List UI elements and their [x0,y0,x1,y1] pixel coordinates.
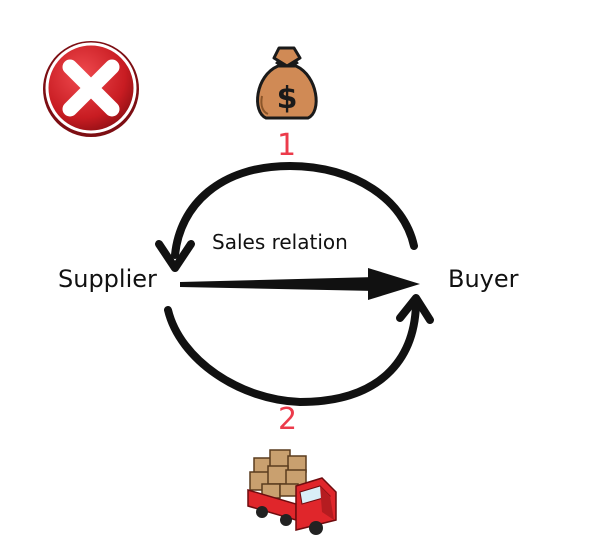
lower-arrow [164,294,434,407]
step-number-2: 2 [278,402,298,437]
step-number-1: 1 [277,128,297,163]
money-bag-icon: $ [256,46,318,120]
dollar-symbol: $ [277,81,298,116]
upper-arrow [155,161,418,272]
supplier-label: Supplier [58,265,157,293]
delivery-truck-icon [247,449,337,535]
buyer-label: Buyer [448,265,519,293]
red-cross-icon [43,41,139,137]
sales-arrow [180,268,420,300]
relation-label: Sales relation [212,230,348,254]
